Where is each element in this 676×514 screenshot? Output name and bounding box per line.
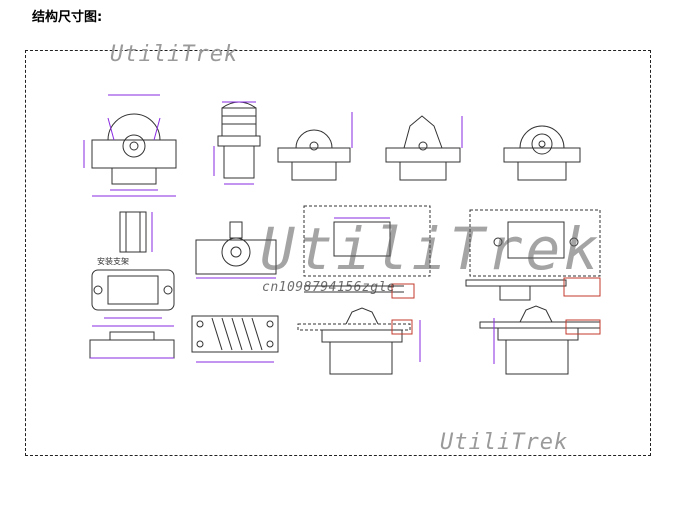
watermark-bottom: UtiliTrek [440,430,569,455]
connector-side-view [119,211,153,253]
panel-cutout-left [303,205,431,277]
assembly-front-view [195,221,277,279]
watermark-center: UtiliTrek [260,215,602,283]
side-view [213,101,261,185]
watermark-top: UtiliTrek [110,42,239,67]
front-view-knob-b [385,115,463,181]
cutout-rect-left [333,217,391,257]
front-view-knob-c [503,125,581,181]
panel-cutout-right [469,209,601,277]
mounting-bracket-side-view [89,331,175,359]
front-view-dial [83,94,177,197]
front-view-knob-a [277,112,353,181]
drawing-frame [25,50,651,456]
mounting-bracket-top-view [91,269,175,327]
panel-section-left [304,283,415,299]
panel-section-right [465,277,601,301]
page-heading: 结构尺寸图: [32,10,103,25]
assembly-bottom-view [191,315,279,363]
watermark-id: cn1098794156zgle [262,280,396,295]
mounted-assembly-left [297,307,421,375]
cutout-rect-right [493,221,579,259]
bracket-label: 安装支架 [97,257,129,266]
mounted-assembly-right [479,305,601,375]
